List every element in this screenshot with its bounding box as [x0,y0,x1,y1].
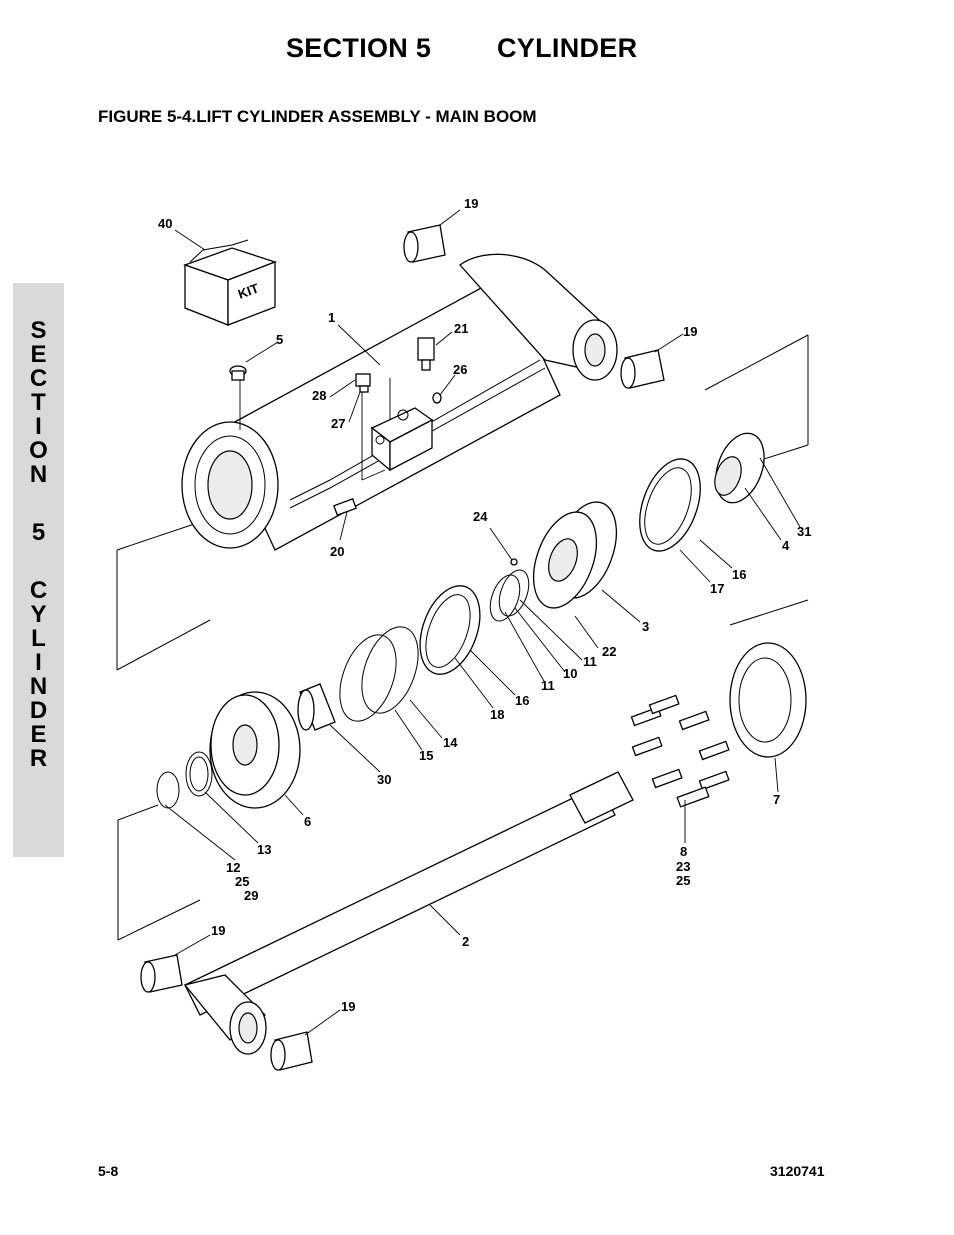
wiper-13 [185,751,213,797]
callout-21: 21 [454,321,468,336]
side-tab-char: N [29,673,48,700]
set-screw [510,558,518,566]
callout-2: 2 [462,934,469,949]
rod-seal-12 [156,771,180,809]
callout-12: 12 [226,860,240,875]
callout-1: 1 [328,310,335,325]
callout-22: 22 [602,644,616,659]
kit-box-label: KIT [236,281,261,302]
leader-lines [164,209,801,1036]
callout-19-bottom-left: 19 [211,923,225,938]
callout-26: 26 [453,362,467,377]
cylinder-head [209,691,301,809]
callout-28: 28 [312,388,326,403]
side-tab-char: T [31,389,46,416]
section-header: SECTION 5 CYLINDER [0,33,954,73]
callout-27: 27 [331,416,345,431]
piston [532,501,618,609]
side-tab-char: O [29,437,48,464]
page-number: 5-8 [98,1163,119,1179]
callout-labels: 40 19 1 5 21 19 26 28 27 20 24 31 4 16 1… [158,196,811,1014]
hydraulic-fitting [417,337,435,371]
callout-7: 7 [773,792,780,807]
side-tab-char: C [29,577,48,604]
bushing-bottom [270,1031,313,1071]
callout-6: 6 [304,814,311,829]
holding-valve-block [370,407,434,472]
o-ring-14 [361,626,419,714]
callout-23: 23 [676,859,690,874]
callout-19-bottom: 19 [341,999,355,1014]
flange-ring [729,642,807,758]
side-tab-char: D [29,697,48,724]
callout-40: 40 [158,216,172,231]
side-tab-char: N [29,461,48,488]
callout-29: 29 [244,888,258,903]
backup-ring-15 [339,634,397,722]
piston-seals [489,569,530,622]
valve-cartridge [333,498,357,516]
callout-4: 4 [782,538,790,553]
section-title: CYLINDER [497,33,638,63]
test-fitting [355,373,371,393]
callout-30: 30 [377,772,391,787]
side-tab-char: 5 [31,519,46,546]
section-number: SECTION 5 [286,33,432,63]
side-tab-char: E [30,721,47,748]
side-tab-char: Y [30,601,47,628]
callout-5: 5 [276,332,283,347]
kit-box: KIT [183,239,277,326]
spacer-30 [297,683,336,731]
callout-10: 10 [563,666,577,681]
bushing-bottom-left [140,954,183,993]
callout-14: 14 [443,735,458,750]
cap-screws [630,694,730,808]
callout-19-right: 19 [683,324,697,339]
callout-16-upper: 16 [732,567,746,582]
figure-title: FIGURE 5-4.LIFT CYLINDER ASSEMBLY - MAIN… [98,107,537,126]
side-tab-char: C [29,365,48,392]
orifice-plug [432,392,442,404]
bushing-top [403,224,446,263]
callout-16-lower: 16 [515,693,529,708]
side-tab-char: I [35,649,42,676]
side-tab-char: I [35,413,42,440]
callout-20: 20 [330,544,344,559]
callout-11-upper: 11 [583,654,597,669]
callout-25-left: 25 [235,874,249,889]
cylinder-rod [183,771,634,1055]
callout-24: 24 [473,509,488,524]
tapered-bushing [714,432,765,504]
callout-8: 8 [680,844,687,859]
callout-11-lower: 11 [541,678,555,693]
side-tab-char: R [29,745,48,772]
callout-25-right: 25 [676,873,690,888]
side-tab-char: L [31,625,46,652]
section-side-tab: S E C T I O N 5 C Y L I N D E R [13,283,64,857]
side-tab-char: S [30,317,47,344]
document-number: 3120741 [770,1163,825,1179]
breather-plug [229,365,247,381]
callout-3: 3 [642,619,649,634]
callout-15: 15 [419,748,433,763]
extension-lines [116,334,809,941]
callout-19-top: 19 [464,196,478,211]
callout-31: 31 [797,524,811,539]
wear-ring-16-upper [639,458,701,552]
side-tab-char: E [30,341,47,368]
wear-ring-16-lower [419,585,481,675]
callout-17: 17 [710,581,724,596]
callout-13: 13 [257,842,271,857]
callout-18: 18 [490,707,504,722]
bushing-right [620,349,665,389]
